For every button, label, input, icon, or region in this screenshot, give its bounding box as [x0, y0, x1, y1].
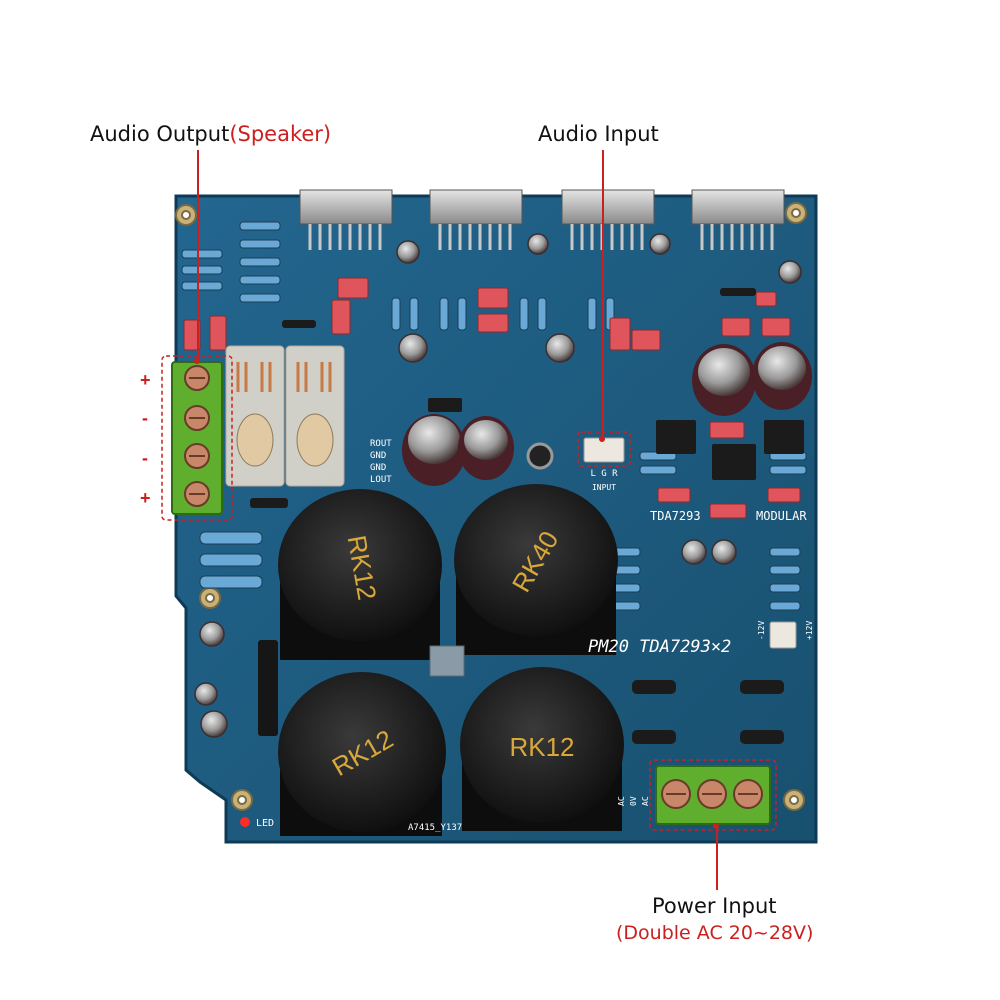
filter-capacitor-1: [278, 489, 442, 641]
board-model-label: PM20 TDA7293×2: [588, 637, 731, 657]
silk-modular: MODULAR: [756, 509, 807, 523]
power-input-callout-line: [716, 826, 718, 890]
audio-input-callout-dot: [599, 436, 605, 442]
input-highlight-box: [577, 431, 631, 467]
audio-output-callout-line: [197, 150, 199, 362]
svg-text:LOUT: LOUT: [370, 475, 392, 485]
amplifier-ics: [299, 189, 785, 250]
audio-input-title: Audio Input: [538, 122, 659, 146]
audio-output-callout-dot: [194, 358, 200, 364]
svg-text:AC: AC: [641, 796, 650, 806]
thermal-pad: [429, 645, 465, 677]
power-input-title: Power Input: [652, 894, 777, 918]
svg-text:0V: 0V: [629, 796, 638, 806]
input-header: L G R INPUT: [583, 437, 625, 492]
status-led: LED: [240, 817, 274, 829]
power-pin-labels: AC 0V AC: [617, 796, 650, 806]
svg-text:GND: GND: [370, 451, 386, 461]
audio-output-label: Audio Output(Speaker): [90, 122, 331, 146]
polarity-mark-3: -: [142, 448, 148, 468]
power-highlight-box: [649, 759, 777, 831]
speaker-terminal-block: [171, 361, 223, 515]
svg-text:+12V: +12V: [805, 621, 814, 640]
svg-text:AC: AC: [617, 796, 626, 806]
power-input-callout-dot: [713, 823, 719, 829]
capacitor-text-4: RK12: [509, 732, 574, 762]
svg-text:LED: LED: [256, 818, 274, 829]
svg-text:ROUT: ROUT: [370, 439, 392, 449]
filter-capacitors: RK12 RK40 RK12 RK12: [278, 484, 624, 836]
input-pin-labels: L G R: [590, 469, 618, 479]
audio-output-subtitle: (Speaker): [229, 122, 332, 146]
board-serial: A7415_Y137: [408, 823, 462, 833]
audio-input-callout-line: [602, 150, 604, 440]
filter-capacitor-2: [454, 484, 618, 636]
polarity-mark-2: -: [142, 408, 148, 428]
filter-capacitor-4: [460, 667, 624, 823]
relays: [225, 345, 345, 487]
polarity-mark-4: +: [140, 488, 151, 508]
supply-header: -12V +12V: [757, 621, 814, 649]
power-input-label: Power Input: [652, 894, 777, 918]
audio-input-label: Audio Input: [538, 122, 659, 146]
polarity-mark-1: +: [140, 370, 151, 390]
svg-text:-12V: -12V: [757, 621, 766, 640]
input-silk-label: INPUT: [592, 483, 616, 492]
silk-tda7293: TDA7293: [650, 509, 701, 523]
filter-capacitor-3: [278, 672, 446, 832]
output-pin-labels: ROUT GND GND LOUT: [370, 439, 392, 485]
mounting-holes: [175, 202, 807, 811]
power-terminal-block: [655, 765, 771, 825]
medium-capacitors: [402, 342, 812, 486]
power-input-subtitle: (Double AC 20~28V): [616, 922, 814, 944]
audio-output-title: Audio Output: [90, 122, 230, 146]
svg-text:GND: GND: [370, 463, 386, 473]
